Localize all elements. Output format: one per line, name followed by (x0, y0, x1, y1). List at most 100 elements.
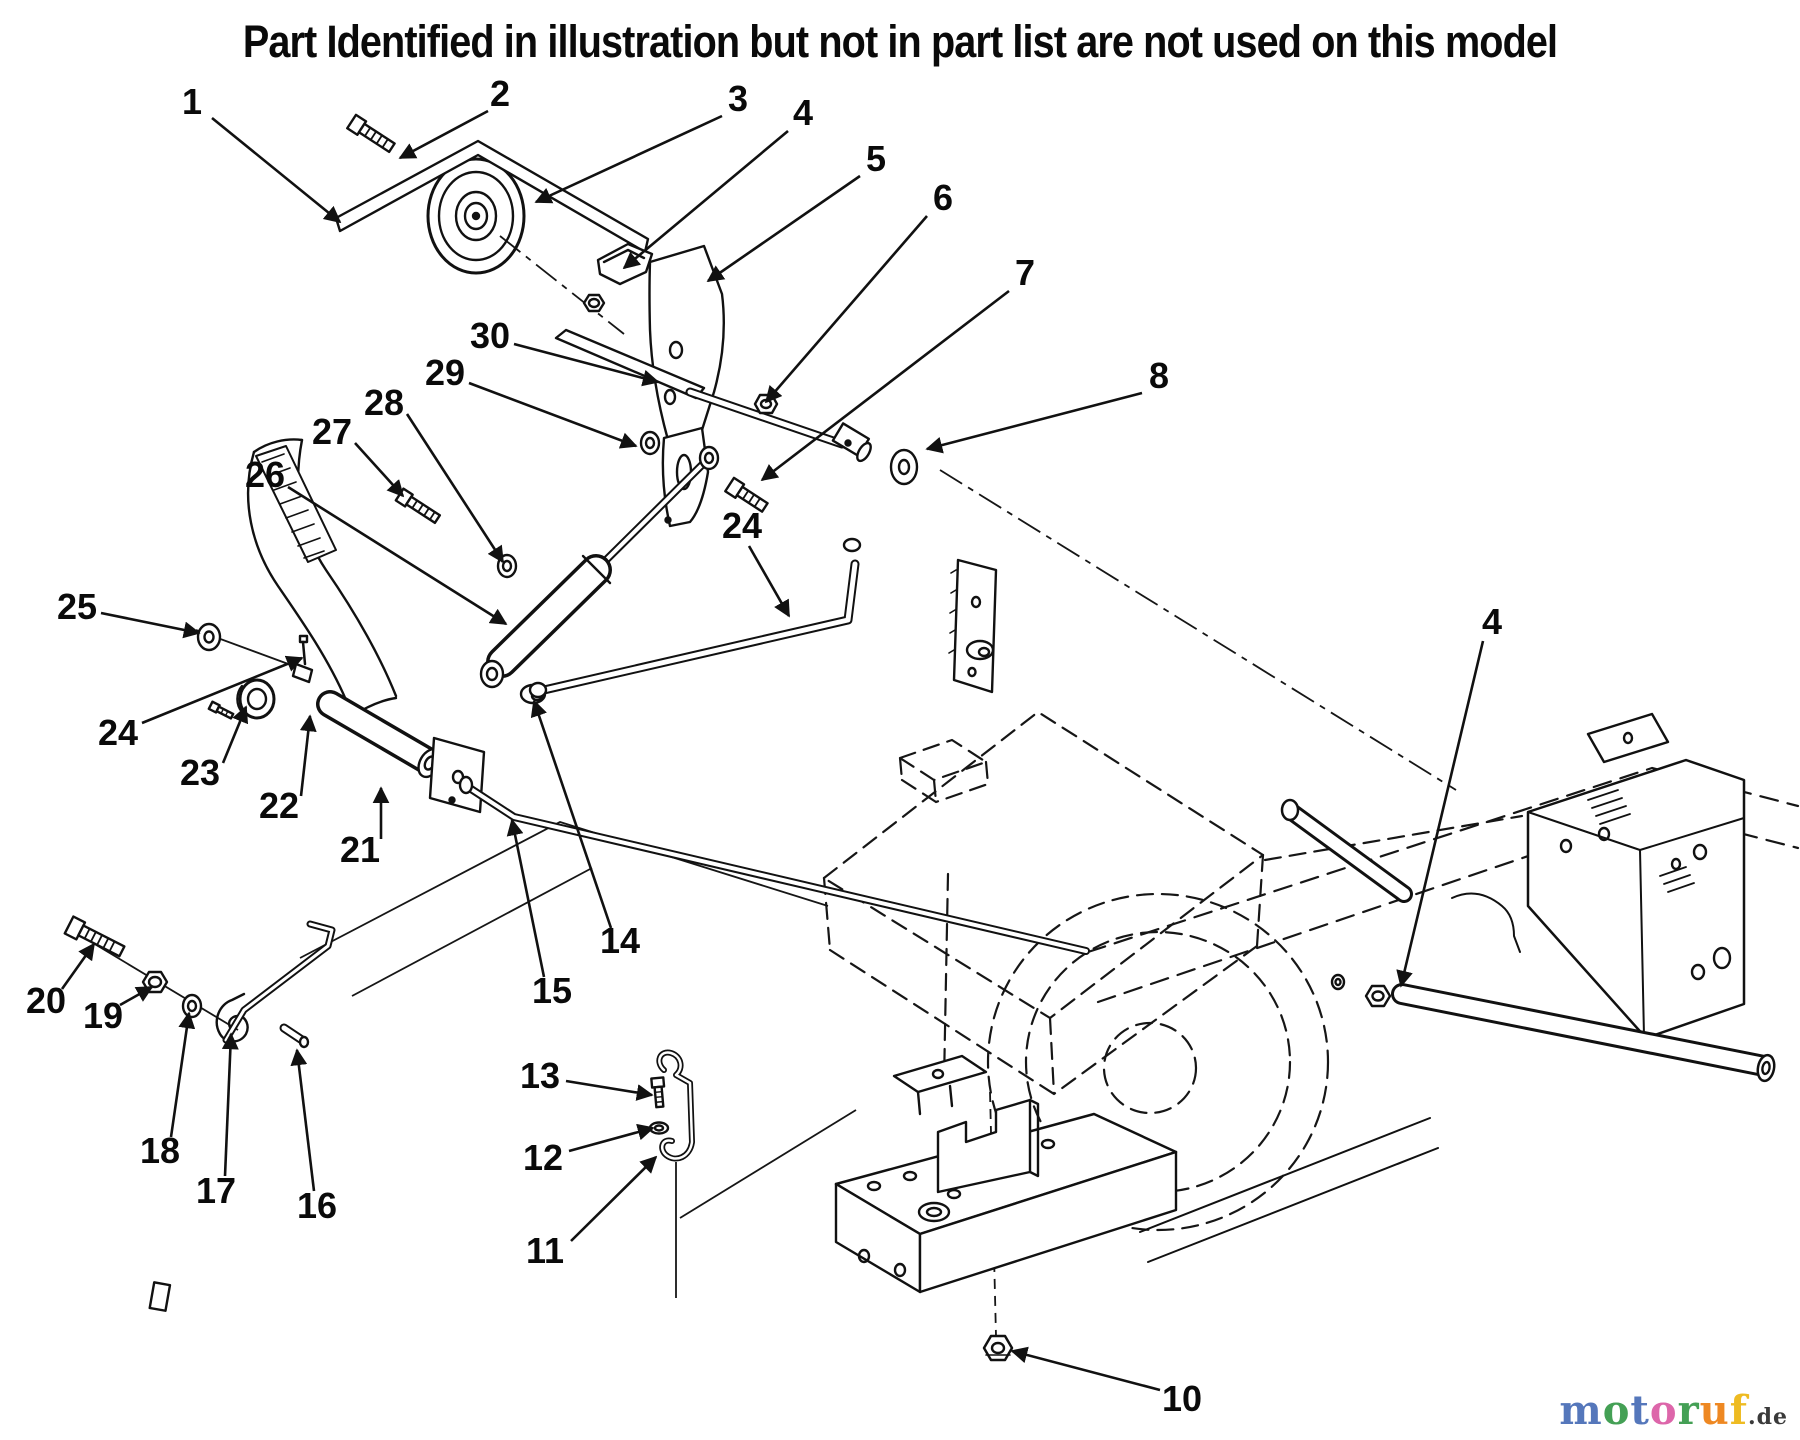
part-number: 13 (520, 1055, 560, 1096)
part-label-14: 14 (530, 699, 640, 961)
part-number: 5 (866, 138, 886, 179)
leader-line (287, 485, 508, 626)
part-number: 20 (26, 980, 66, 1021)
screw-13 (650, 1076, 666, 1109)
bolt-24 (724, 476, 769, 513)
part-number: 29 (425, 352, 465, 393)
part-number: 18 (140, 1130, 180, 1171)
clip-17 (215, 992, 249, 1043)
part-label-29: 29 (425, 352, 638, 449)
part-number: 4 (1482, 601, 1502, 642)
control-rod-15 (458, 775, 1090, 955)
part-label-11: 11 (526, 1155, 658, 1271)
part-number: 21 (340, 829, 380, 870)
washer-18 (181, 993, 203, 1019)
part-number: 24 (722, 505, 762, 546)
rod-16 (222, 920, 336, 1049)
part-number: 30 (470, 315, 510, 356)
engine-phantom (822, 710, 1524, 1232)
watermark-suffix: .de (1747, 1404, 1788, 1430)
part-number: 27 (312, 411, 352, 452)
bolt-2 (346, 113, 396, 154)
leader-line (568, 1123, 655, 1153)
drive-belt (334, 139, 650, 254)
part-number: 19 (83, 995, 123, 1036)
part-number: 11 (526, 1230, 564, 1271)
stabilizer-rod-24 (148, 537, 862, 1312)
part-label-20: 20 (26, 942, 96, 1021)
part-label-10: 10 (1010, 1346, 1202, 1419)
part-label-16: 16 (290, 1048, 337, 1226)
part-label-15: 15 (506, 818, 572, 1011)
leader-line (468, 381, 638, 449)
leader-line (764, 215, 928, 404)
part-label-17: 17 (196, 1032, 239, 1211)
part-number: 24 (98, 712, 138, 753)
part-label-1: 1 (182, 81, 342, 224)
diagram-title: Part Identified in illustration but not … (242, 16, 1558, 67)
watermark-letter: f (1729, 1387, 1748, 1434)
part-label-2: 2 (398, 73, 510, 160)
frame-channel (1139, 712, 1746, 1263)
part-number: 2 (490, 73, 510, 114)
watermark-brand: motoruf (1559, 1387, 1748, 1434)
part-label-26: 26 (245, 454, 508, 626)
part-label-5: 5 (706, 138, 886, 283)
part-number: 1 (182, 81, 202, 122)
part-number: 22 (259, 785, 299, 826)
watermark-motoruf: motoruf.de (1559, 1387, 1788, 1434)
leader-line (100, 611, 201, 639)
part-label-13: 13 (520, 1055, 654, 1101)
part-label-25: 25 (57, 586, 201, 639)
leader-line (530, 699, 613, 929)
bushing-29 (639, 430, 661, 456)
leader-line (747, 545, 791, 618)
part-label-4: 4 (1396, 601, 1502, 988)
watermark-letter: t (1630, 1387, 1650, 1434)
part-number: 28 (364, 382, 404, 423)
leader-line (405, 413, 505, 564)
bolt-27 (394, 487, 442, 525)
watermark-letter: m (1559, 1387, 1603, 1434)
pivot-shaft-assembly (196, 622, 486, 814)
part-number: 26 (245, 454, 285, 495)
hook-11 (656, 1049, 695, 1162)
part-label-6: 6 (764, 177, 953, 404)
leader-line (221, 705, 249, 764)
part-number: 6 (933, 177, 953, 218)
bolt-20 (63, 915, 126, 958)
support-tube (1280, 798, 1413, 903)
lift-pedal (246, 438, 398, 720)
leader-line (169, 1011, 196, 1138)
part-label-24: 24 (98, 655, 304, 753)
part-number: 10 (1162, 1378, 1202, 1419)
nut-10 (982, 1334, 1014, 1362)
leader-line (760, 289, 1010, 482)
part-number: 23 (180, 752, 220, 793)
part-label-28: 28 (364, 382, 505, 564)
part-number: 12 (523, 1137, 563, 1178)
leader-line (354, 442, 405, 498)
leader-line (290, 1048, 316, 1192)
leader-line (506, 818, 546, 978)
nut-4 (1330, 973, 1392, 1008)
leader-line (706, 174, 861, 283)
part-label-27: 27 (312, 411, 405, 498)
watermark-letter: o (1649, 1387, 1678, 1434)
part-number: 16 (297, 1185, 337, 1226)
part-label-21: 21 (340, 786, 390, 870)
washer-8 (889, 448, 919, 486)
axle-tube (1391, 983, 1776, 1083)
part-label-30: 30 (470, 315, 660, 387)
watermark-letter: r (1677, 1387, 1700, 1434)
engine-mount-plate (834, 1054, 1178, 1294)
part-number: 25 (57, 586, 97, 627)
watermark-letter: u (1699, 1387, 1730, 1434)
part-number: 4 (793, 92, 813, 133)
part-number: 15 (532, 970, 572, 1011)
leader-line (570, 1155, 658, 1242)
leader-line (622, 130, 789, 270)
